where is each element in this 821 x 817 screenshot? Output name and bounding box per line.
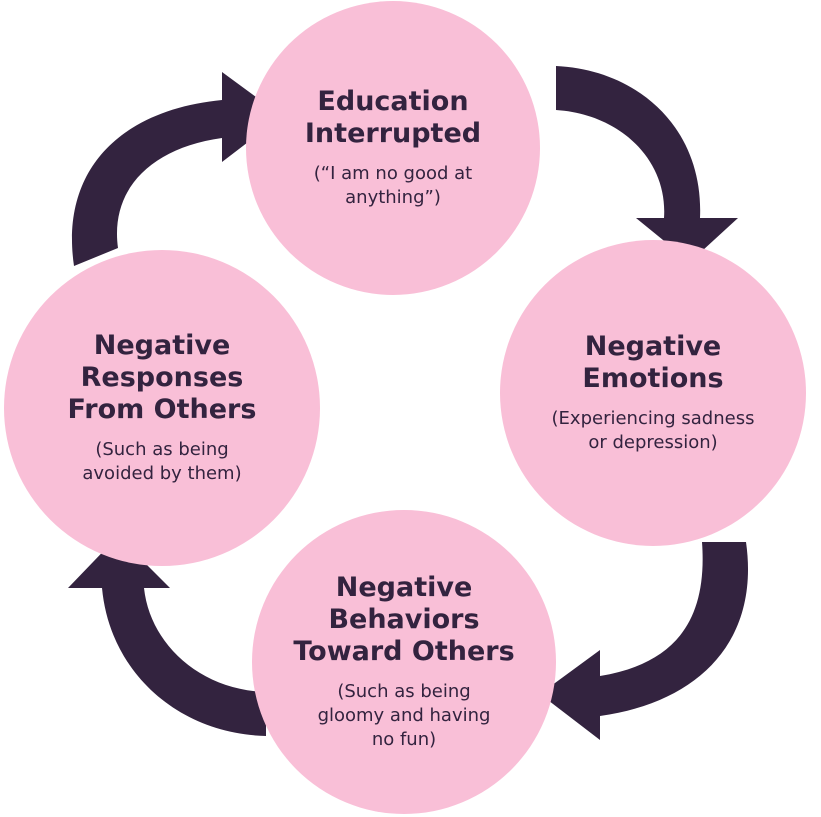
node-title: Negative Responses From Others	[67, 330, 257, 425]
node-subtitle: (Such as being gloomy and having no fun)	[317, 681, 491, 750]
node-title: Negative Behaviors Toward Others	[293, 572, 515, 667]
node-subtitle: (Experiencing sadness or depression)	[551, 408, 755, 453]
node-subtitle: (Such as being avoided by them)	[82, 439, 242, 484]
node-subtitle: (“I am no good at anything”)	[313, 163, 473, 208]
node-negative-responses: Negative Responses From Others (Such as …	[4, 250, 320, 566]
arrow-left-to-top-icon	[71, 72, 282, 266]
arrow-bottom-to-left-icon	[68, 536, 266, 736]
node-negative-behaviors: Negative Behaviors Toward Others (Such a…	[252, 510, 556, 814]
node-title: Education Interrupted	[304, 86, 482, 149]
arrow-top-to-right-icon	[556, 66, 738, 262]
node-title: Negative Emotions	[582, 331, 724, 394]
node-education-interrupted: Education Interrupted (“I am no good at …	[246, 1, 540, 295]
node-negative-emotions: Negative Emotions (Experiencing sadness …	[500, 240, 806, 546]
arrow-right-to-bottom-icon	[540, 542, 749, 740]
